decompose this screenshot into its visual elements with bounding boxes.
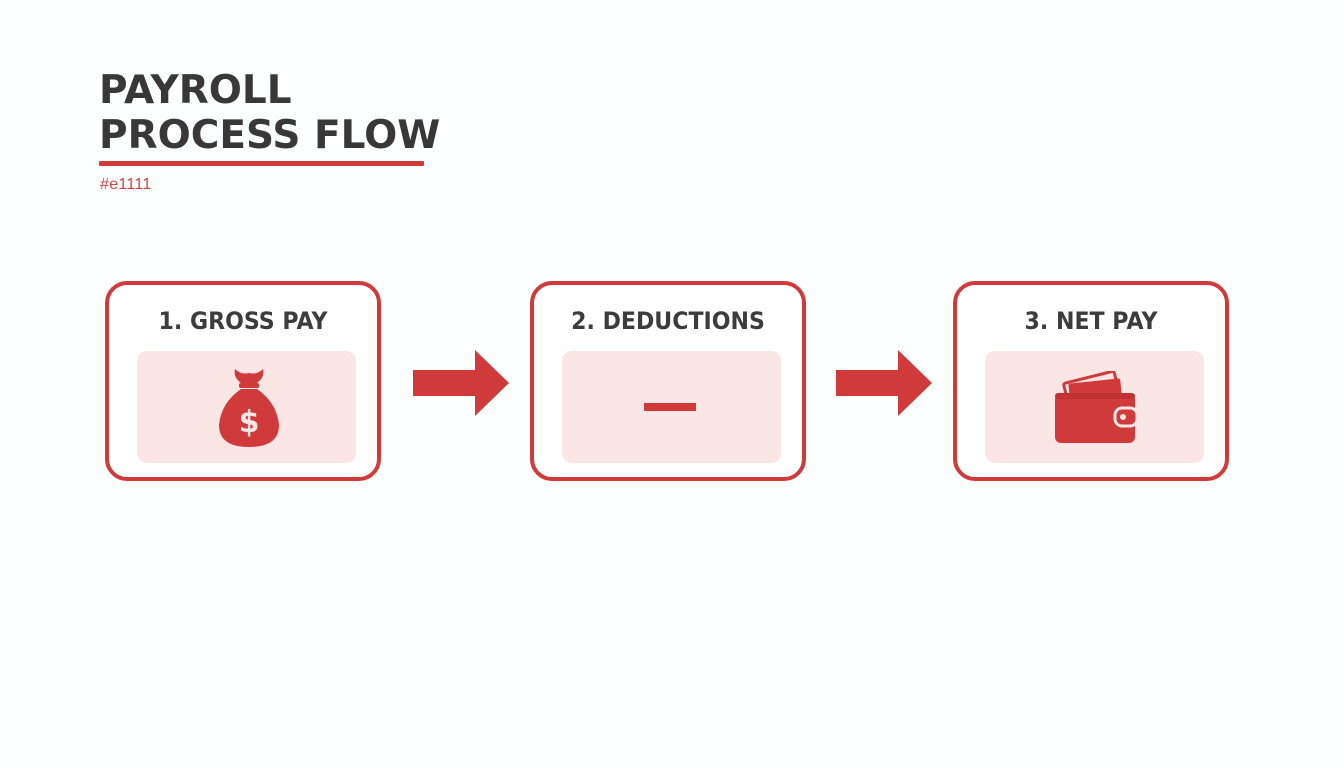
icon-panel-deductions <box>562 351 781 463</box>
title-line-1: PAYROLL <box>99 68 292 113</box>
svg-text:$: $ <box>239 405 260 440</box>
money-bag-icon: $ <box>219 369 279 447</box>
step-label-net-pay: 3. NET PAY <box>1024 307 1158 335</box>
arrow-2-to-3 <box>836 350 932 416</box>
step-label-gross-pay: 1. GROSS PAY <box>158 307 328 335</box>
title-underline <box>99 161 424 166</box>
icon-panel-gross-pay: $ <box>137 351 356 463</box>
color-tag: #e1111 <box>100 176 152 193</box>
step-net-pay: 3. NET PAY <box>953 281 1229 481</box>
icon-panel-net-pay <box>985 351 1204 463</box>
step-gross-pay: 1. GROSS PAY $ <box>105 281 381 481</box>
minus-icon <box>644 403 696 411</box>
step-label-deductions: 2. DEDUCTIONS <box>571 307 765 335</box>
arrow-1-to-2 <box>413 350 509 416</box>
wallet-icon <box>1055 371 1139 443</box>
diagram-title: PAYROLL PROCESS FLOW <box>99 68 440 158</box>
step-deductions: 2. DEDUCTIONS <box>530 281 806 481</box>
title-line-2: PROCESS FLOW <box>99 113 441 158</box>
